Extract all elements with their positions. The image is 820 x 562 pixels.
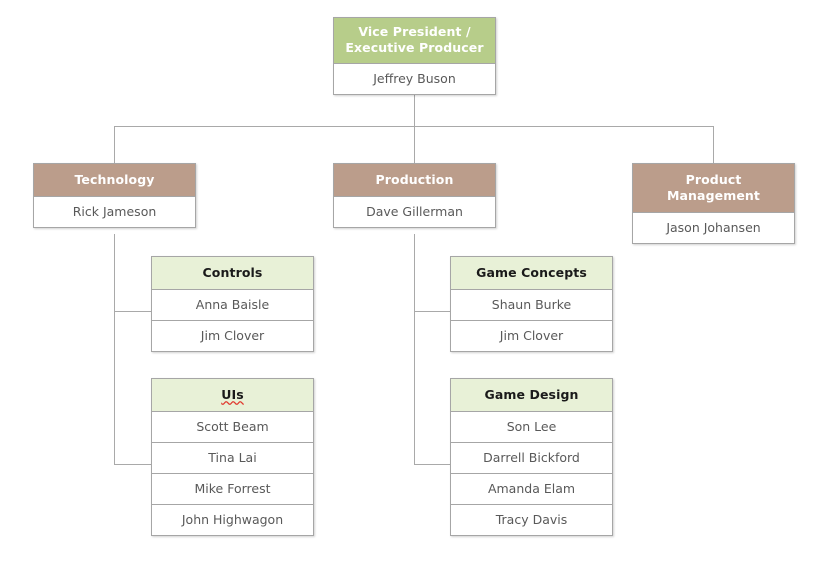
connector-bus-to-product-management: [713, 126, 714, 163]
node-controls[interactable]: Controls Anna Baisle Jim Clover: [151, 256, 314, 352]
node-technology[interactable]: Technology Rick Jameson: [33, 163, 196, 228]
node-member[interactable]: Jim Clover: [451, 321, 612, 351]
node-title-line1: Vice President /: [358, 24, 471, 39]
node-title-uis-text: UIs: [221, 387, 244, 402]
connector-bus-to-production: [414, 126, 415, 163]
node-member[interactable]: Tracy Davis: [451, 505, 612, 535]
node-member[interactable]: Darrell Bickford: [451, 443, 612, 474]
node-title-uis: UIs: [152, 379, 313, 412]
connector-bus-to-technology: [114, 126, 115, 163]
node-member[interactable]: Jeffrey Buson: [334, 64, 495, 94]
node-title-technology: Technology: [34, 164, 195, 197]
node-title-production: Production: [334, 164, 495, 197]
node-title-controls: Controls: [152, 257, 313, 290]
node-member[interactable]: Jim Clover: [152, 321, 313, 351]
node-member[interactable]: Shaun Burke: [451, 290, 612, 321]
node-member[interactable]: John Highwagon: [152, 505, 313, 535]
connector-production-trunk: [414, 234, 415, 465]
node-title-game-concepts: Game Concepts: [451, 257, 612, 290]
connector-technology-trunk: [114, 234, 115, 465]
node-title-line2: Executive Producer: [345, 40, 484, 55]
node-member[interactable]: Tina Lai: [152, 443, 313, 474]
node-member[interactable]: Rick Jameson: [34, 197, 195, 227]
connector-technology-to-controls: [114, 311, 152, 312]
connector-production-to-game-design: [414, 464, 451, 465]
node-title-product-management: Product Management: [633, 164, 794, 213]
connector-technology-to-uis: [114, 464, 152, 465]
node-game-concepts[interactable]: Game Concepts Shaun Burke Jim Clover: [450, 256, 613, 352]
node-production[interactable]: Production Dave Gillerman: [333, 163, 496, 228]
node-title-game-design: Game Design: [451, 379, 612, 412]
node-game-design[interactable]: Game Design Son Lee Darrell Bickford Ama…: [450, 378, 613, 536]
node-member[interactable]: Anna Baisle: [152, 290, 313, 321]
node-title-vice-president: Vice President / Executive Producer: [334, 18, 495, 64]
node-member[interactable]: Dave Gillerman: [334, 197, 495, 227]
node-member[interactable]: Amanda Elam: [451, 474, 612, 505]
connector-production-to-game-concepts: [414, 311, 451, 312]
node-member[interactable]: Scott Beam: [152, 412, 313, 443]
connector-exec-down: [414, 88, 415, 126]
node-product-management[interactable]: Product Management Jason Johansen: [632, 163, 795, 244]
node-member[interactable]: Mike Forrest: [152, 474, 313, 505]
node-uis[interactable]: UIs Scott Beam Tina Lai Mike Forrest Joh…: [151, 378, 314, 536]
node-member[interactable]: Jason Johansen: [633, 213, 794, 243]
node-member[interactable]: Son Lee: [451, 412, 612, 443]
node-vice-president[interactable]: Vice President / Executive Producer Jeff…: [333, 17, 496, 95]
